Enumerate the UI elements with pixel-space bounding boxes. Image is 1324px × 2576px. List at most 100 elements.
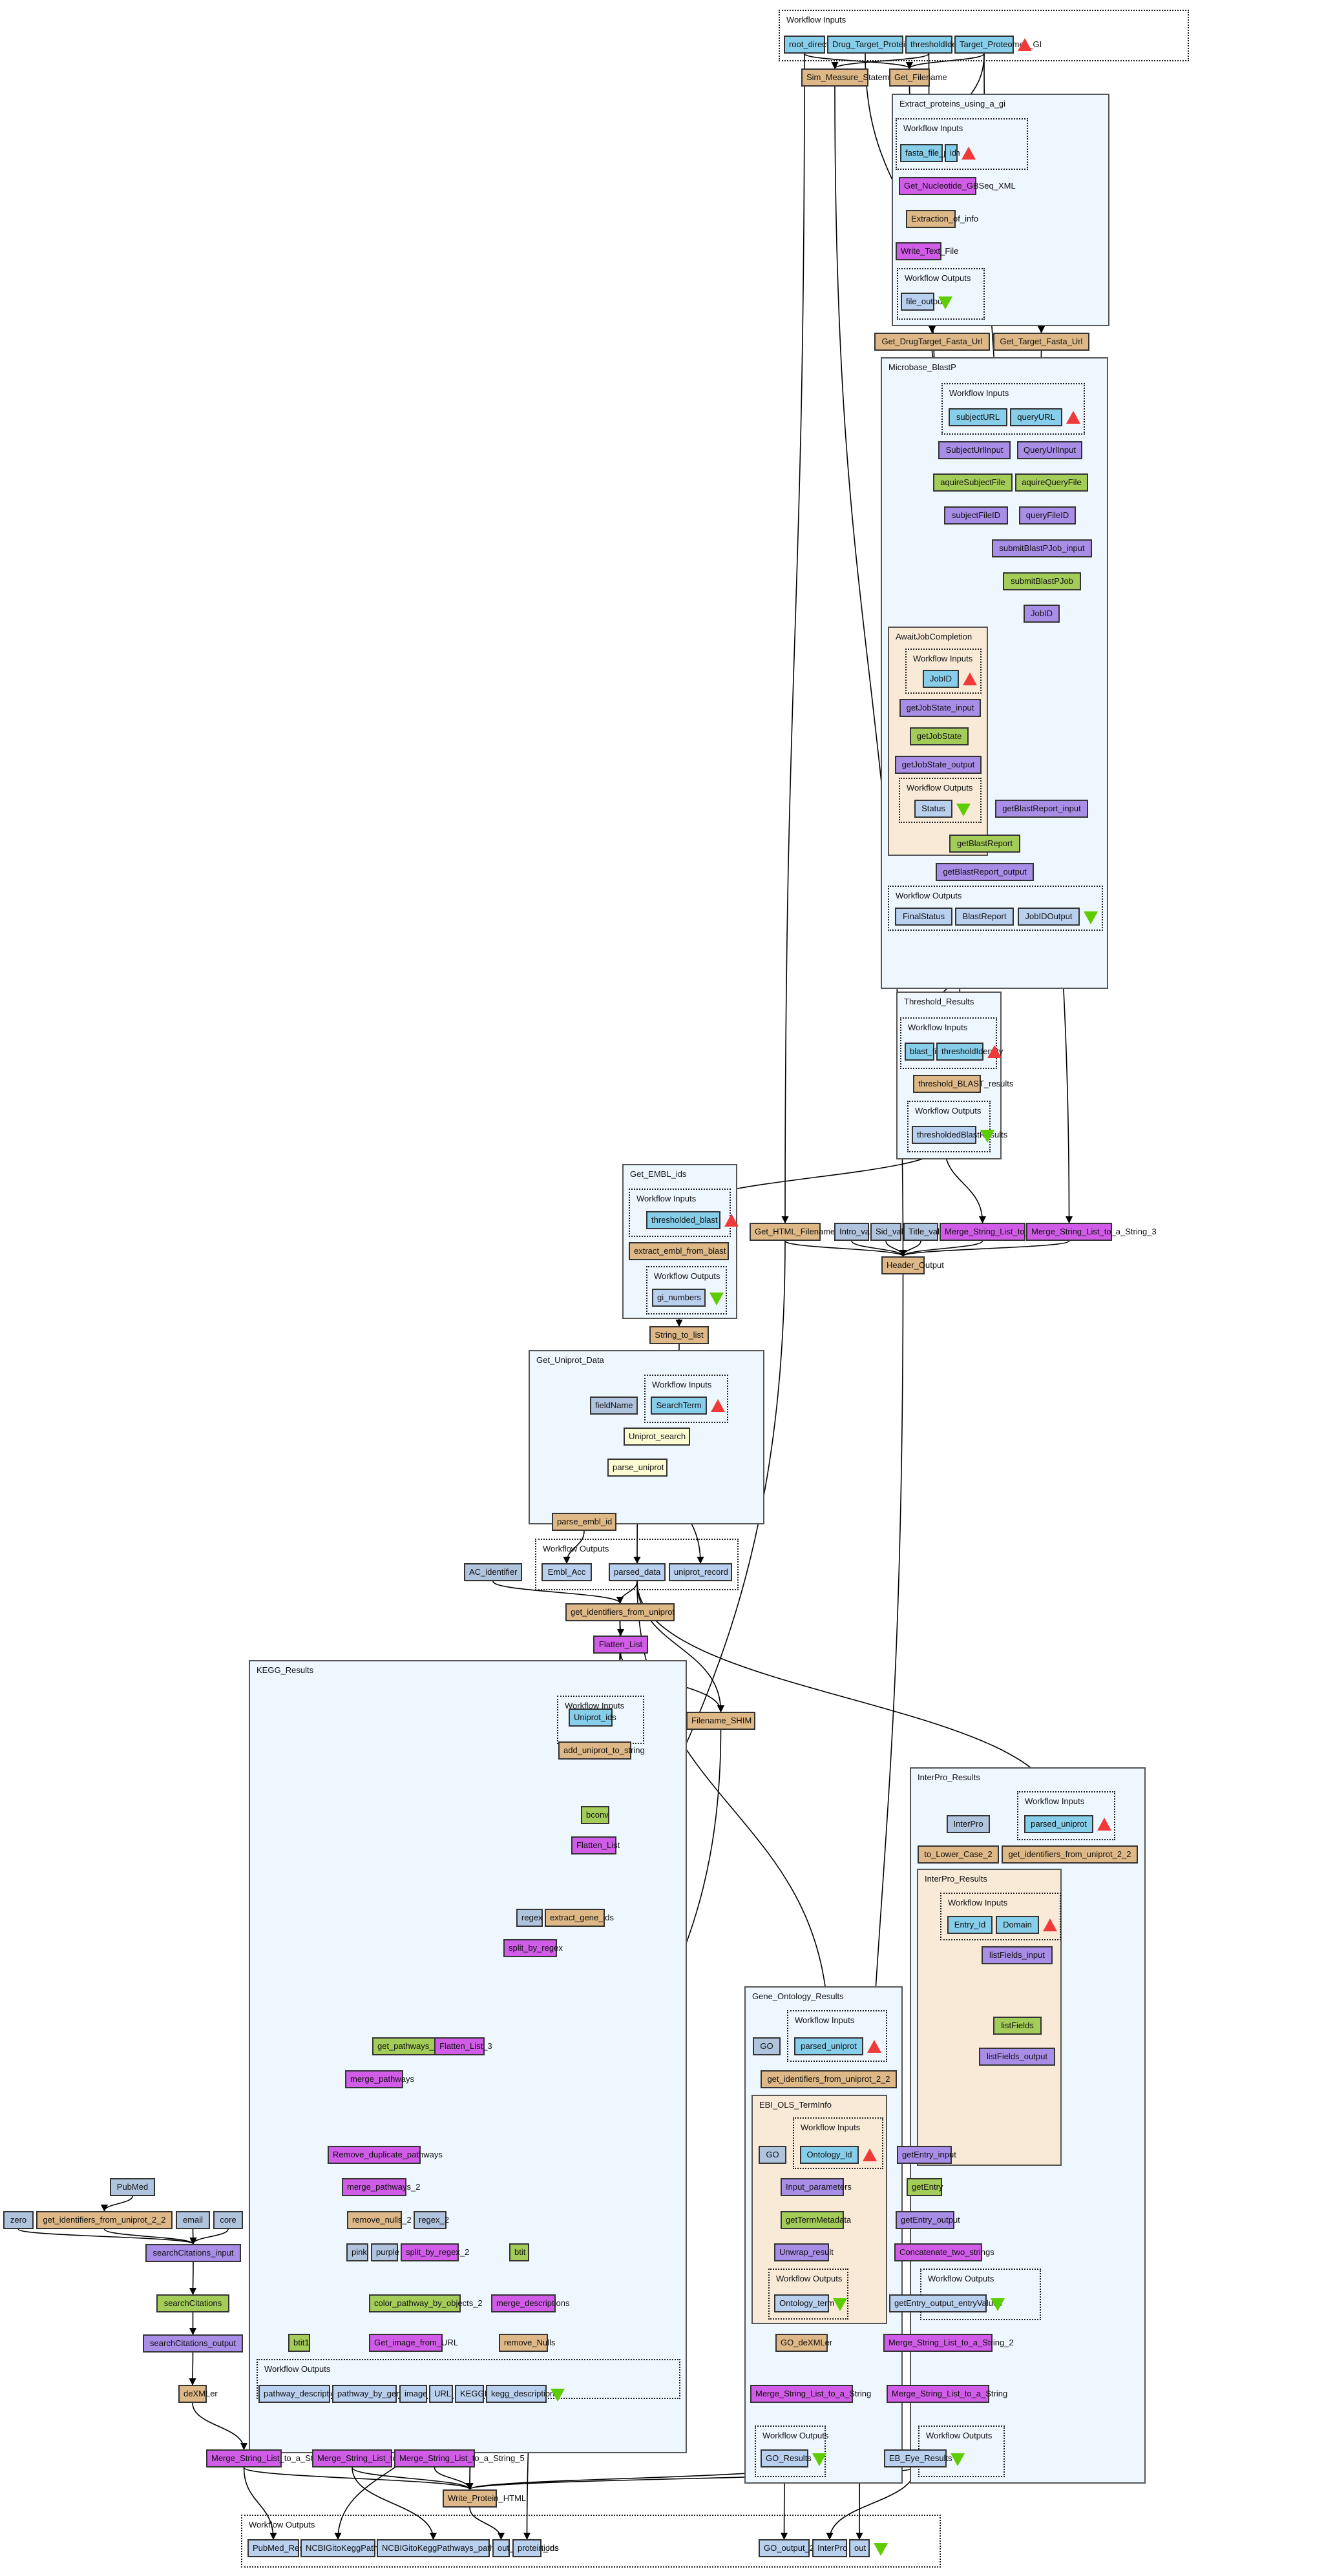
node-purple[interactable]: purple bbox=[371, 2243, 399, 2261]
node-go-dexmler[interactable]: GO_deXMLer bbox=[775, 2334, 832, 2352]
node-title-value[interactable]: Title_value bbox=[903, 1223, 949, 1241]
node-parse-embl-id[interactable]: parse_embl_id bbox=[552, 1513, 616, 1531]
node-intro-value[interactable]: Intro_value bbox=[834, 1223, 881, 1241]
node-list-fields-input[interactable]: listFields_input bbox=[982, 1946, 1053, 1964]
node-header-output[interactable]: Header_Output bbox=[881, 1256, 944, 1274]
node-get-identifiers-22-left[interactable]: get_identifiers_from_uniprot_2_2 bbox=[36, 2211, 173, 2229]
node-eb-eye-results[interactable]: EB_Eye_Results bbox=[884, 2449, 952, 2467]
node-pink[interactable]: pink bbox=[346, 2243, 368, 2261]
node-threshold-blast-results[interactable]: threshold_BLAST_results bbox=[913, 1075, 1013, 1093]
node-add-uniprot[interactable]: add_uniprot_to_string bbox=[558, 1741, 645, 1760]
node-domain[interactable]: Domain bbox=[996, 1916, 1039, 1934]
node-sim-measure[interactable]: Sim_Measure_Statement bbox=[801, 68, 901, 87]
node-keggid[interactable]: KEGGID bbox=[455, 2385, 493, 2403]
node-btit1[interactable]: btit1 bbox=[288, 2334, 310, 2352]
node-interpro-out[interactable]: InterPro bbox=[812, 2539, 847, 2557]
node-id[interactable]: id bbox=[945, 144, 958, 162]
node-go-output-2[interactable]: GO_output_2 bbox=[759, 2539, 814, 2557]
node-bconv[interactable]: bconv bbox=[581, 1806, 609, 1824]
node-pathway-descriptions[interactable]: pathway_descriptions bbox=[258, 2385, 344, 2403]
node-fasta-file-path[interactable]: fasta_file_path bbox=[900, 144, 960, 162]
node-pathway-by-genes[interactable]: pathway_by_genes bbox=[332, 2385, 410, 2403]
node-dexmler[interactable]: deXMLer bbox=[178, 2385, 218, 2403]
node-job-id[interactable]: JobID bbox=[1024, 605, 1060, 623]
node-blast-report[interactable]: BlastReport bbox=[955, 908, 1014, 926]
node-job-id-output[interactable]: JobIDOutput bbox=[1018, 908, 1080, 926]
node-split-by-regex-2[interactable]: split_by_regex_2 bbox=[401, 2243, 469, 2261]
node-input-parameters[interactable]: Input_parameters bbox=[781, 2178, 852, 2196]
node-get-blast-report-output[interactable]: getBlastReport_output bbox=[936, 863, 1034, 881]
node-await-job-id[interactable]: JobID bbox=[923, 670, 959, 688]
node-th-threshold-identity[interactable]: thresholdIdentity bbox=[936, 1043, 1003, 1061]
node-btit[interactable]: btit bbox=[509, 2243, 529, 2261]
node-get-identifiers[interactable]: get_identifiers_from_uniprot bbox=[565, 1603, 675, 1621]
node-extraction-of-info[interactable]: Extraction_of_info bbox=[906, 210, 978, 228]
node-get-blast-report-input[interactable]: getBlastReport_input bbox=[995, 800, 1088, 818]
node-gi-numbers[interactable]: gi_numbers bbox=[652, 1289, 706, 1307]
node-get-image[interactable]: Get_image_from_URL bbox=[369, 2334, 458, 2352]
node-list-fields[interactable]: listFields bbox=[993, 2017, 1042, 2035]
node-merge-main[interactable]: Merge_String_List_to_a_String bbox=[206, 2449, 327, 2467]
node-get-filename[interactable]: Get_Filename bbox=[889, 68, 947, 87]
node-query-url[interactable]: queryURL bbox=[1010, 408, 1062, 426]
node-go-parsed-uniprot[interactable]: parsed_uniprot bbox=[794, 2037, 863, 2055]
node-ncbi-kegg-desc[interactable]: NCBIGitoKeggPathways_pathway_description… bbox=[377, 2539, 559, 2557]
node-submit-input[interactable]: submitBlastPJob_input bbox=[992, 539, 1092, 557]
node-list-fields-output[interactable]: listFields_output bbox=[979, 2048, 1055, 2066]
node-write-protein-html[interactable]: Write_Protein_HTML bbox=[443, 2489, 526, 2508]
node-get-target-url[interactable]: Get_Target_Fasta_Url bbox=[993, 333, 1089, 351]
node-get-blast-report[interactable]: getBlastReport bbox=[949, 835, 1020, 853]
node-uniprot-search[interactable]: Uniprot_search bbox=[624, 1428, 690, 1446]
node-root-directory[interactable]: root_directory bbox=[784, 36, 840, 54]
node-merge-pathways-2[interactable]: merge_pathways_2 bbox=[342, 2178, 420, 2196]
node-merge-5[interactable]: Merge_String_List_to_a_String_5 bbox=[394, 2449, 525, 2467]
node-submit[interactable]: submitBlastPJob bbox=[1003, 572, 1081, 590]
node-uniprot-record[interactable]: uniprot_record bbox=[669, 1563, 732, 1581]
node-query-url-input[interactable]: QueryUrlInput bbox=[1017, 441, 1082, 459]
node-get-entry-output[interactable]: getEntry_output bbox=[896, 2211, 960, 2229]
node-ontology-id[interactable]: Ontology_Id bbox=[800, 2146, 859, 2164]
node-search-citations-output[interactable]: searchCitations_output bbox=[143, 2334, 243, 2353]
node-get-drugtarget-url[interactable]: Get_DrugTarget_Fasta_Url bbox=[874, 333, 990, 351]
node-get-job-state[interactable]: getJobState bbox=[910, 727, 969, 745]
node-ip-get-identifiers[interactable]: get_identifiers_from_uniprot_2_2 bbox=[1002, 1845, 1138, 1864]
node-core[interactable]: core bbox=[213, 2211, 243, 2229]
node-write-text-file[interactable]: Write_Text_File bbox=[896, 242, 958, 260]
node-concatenate[interactable]: Concatenate_two_strings bbox=[894, 2243, 994, 2261]
node-merge-3[interactable]: Merge_String_List_to_a_String_3 bbox=[1026, 1223, 1157, 1241]
node-get-job-state-output[interactable]: getJobState_output bbox=[895, 756, 982, 774]
node-merge-descriptions[interactable]: merge_descriptions bbox=[491, 2294, 569, 2312]
node-pubmed[interactable]: PubMed bbox=[110, 2178, 155, 2196]
node-get-html-filename[interactable]: Get_HTML_Filename bbox=[750, 1223, 835, 1241]
node-out[interactable]: out bbox=[849, 2539, 870, 2557]
node-filename-shim[interactable]: Filename_SHIM bbox=[686, 1712, 755, 1730]
node-go-get-identifiers[interactable]: get_identifiers_from_uniprot_2_2 bbox=[761, 2070, 897, 2088]
node-search-citations[interactable]: searchCitations bbox=[156, 2294, 229, 2312]
node-protein-ids[interactable]: protein_ids bbox=[512, 2539, 559, 2557]
node-merge-2[interactable]: Merge_String_List_to_a_String_2 bbox=[312, 2449, 443, 2467]
node-flatten-list[interactable]: Flatten_List bbox=[593, 1636, 648, 1654]
node-drug-target-fasta[interactable]: Drug_Target_Protein_FASTA bbox=[827, 36, 940, 54]
node-file-output[interactable]: file_output bbox=[901, 293, 945, 311]
node-thresholded-blast-results[interactable]: thresholdedBlastResults bbox=[912, 1126, 1007, 1144]
node-flatten-3[interactable]: Flatten_List_3 bbox=[434, 2037, 492, 2055]
node-threshold-identity[interactable]: thresholdIdentity bbox=[905, 36, 972, 54]
node-query-file-id[interactable]: queryFileID bbox=[1019, 506, 1076, 525]
node-field-name[interactable]: fieldName bbox=[590, 1397, 638, 1415]
node-entry-values[interactable]: getEntry_output_entryValues bbox=[889, 2294, 1002, 2312]
node-get-term-metadata[interactable]: getTermMetadata bbox=[781, 2211, 851, 2229]
node-go-results[interactable]: GO_Results bbox=[761, 2449, 812, 2467]
node-parse-uniprot[interactable]: parse_uniprot bbox=[607, 1459, 667, 1477]
node-target-proteomes-gi[interactable]: Target_Proteomes_GI bbox=[954, 36, 1042, 54]
node-go-const-inner[interactable]: GO bbox=[759, 2146, 786, 2164]
node-get-entry-input[interactable]: getEntry_input bbox=[897, 2146, 956, 2164]
node-color-pathway[interactable]: color_pathway_by_objects_2 bbox=[369, 2294, 483, 2312]
node-merge-pathways[interactable]: merge_pathways bbox=[345, 2070, 414, 2088]
node-interpro-const[interactable]: InterPro bbox=[947, 1815, 990, 1833]
node-merge-4[interactable]: Merge_String_List_to_a_String_4 bbox=[940, 1223, 1070, 1241]
node-remove-nulls[interactable]: remove_Nulls bbox=[499, 2334, 555, 2352]
node-split-by-regex[interactable]: split_by_regex bbox=[503, 1939, 563, 1957]
node-ip-parsed-uniprot[interactable]: parsed_uniprot bbox=[1024, 1815, 1093, 1833]
node-subject-file-id[interactable]: subjectFileID bbox=[944, 506, 1008, 525]
node-thresholded-blast[interactable]: thresholded_blast bbox=[646, 1211, 720, 1229]
